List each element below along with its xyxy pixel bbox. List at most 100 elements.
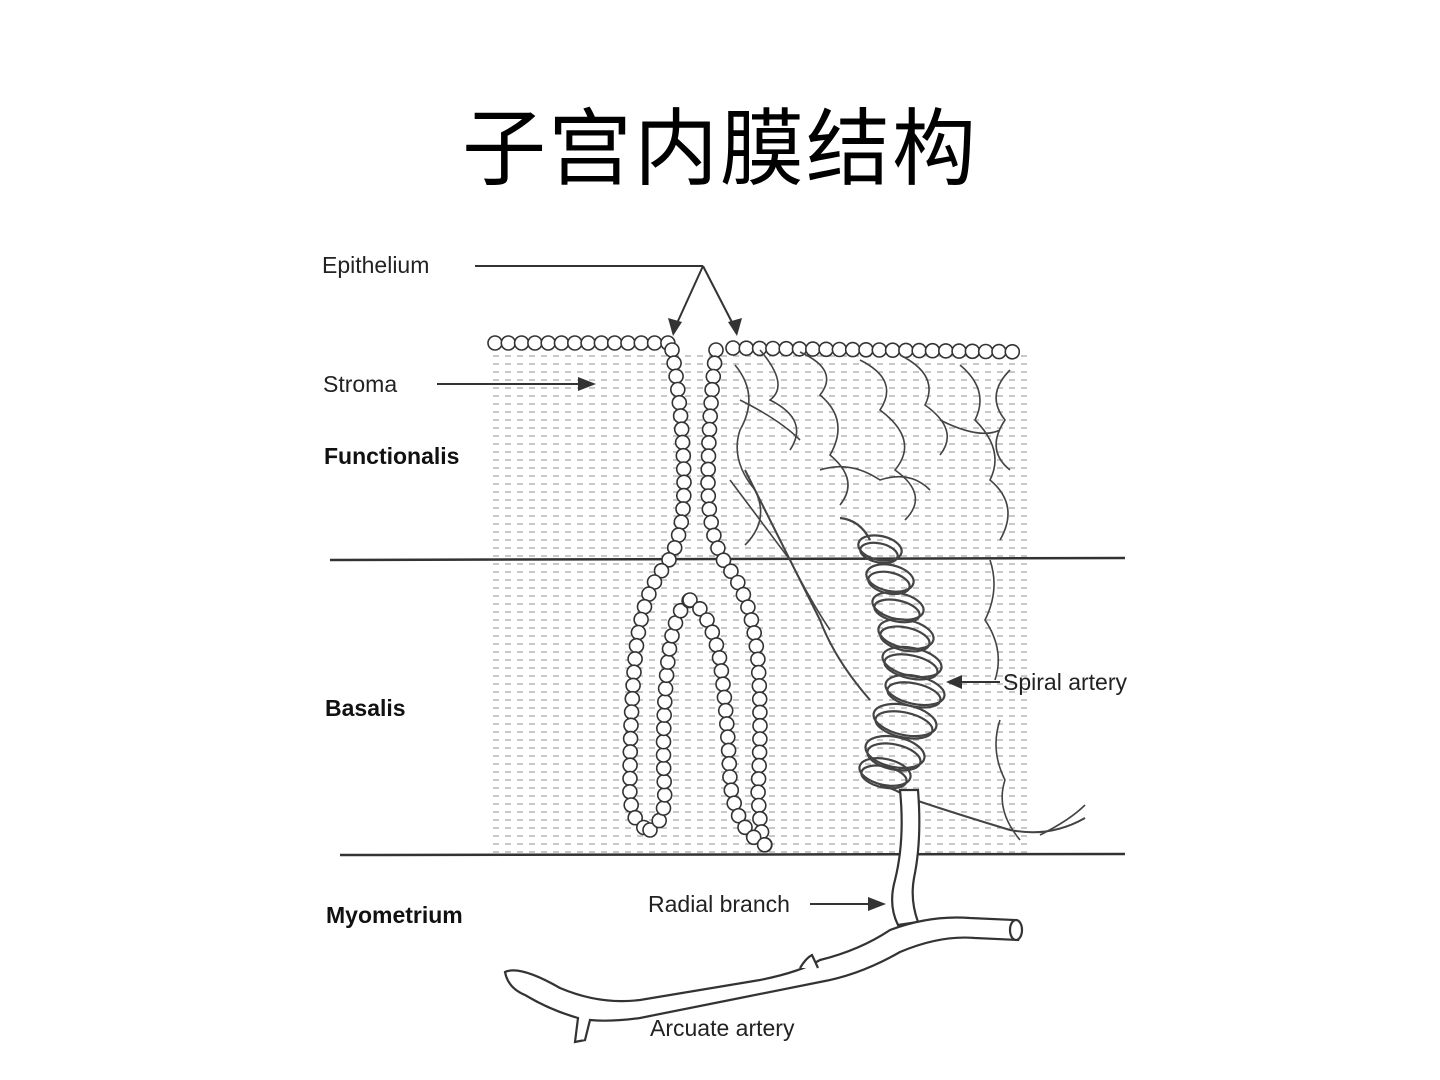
epithelial-cell	[951, 343, 967, 359]
spiral-coil	[873, 598, 921, 624]
epithelial-cell	[622, 730, 639, 747]
epithelial-cell	[715, 676, 731, 693]
epithelial-cell	[626, 664, 642, 681]
epithelial-cell	[750, 797, 767, 814]
epithelial-cell	[622, 783, 638, 800]
basalis-myometrium-boundary	[339, 852, 1126, 857]
epithelial-cell	[653, 562, 670, 579]
epithelial-cell	[672, 602, 689, 619]
epithelial-cell	[717, 702, 734, 719]
epithelial-cell	[566, 335, 583, 351]
spiral-coil	[883, 653, 939, 681]
epithelial-cell	[748, 638, 765, 654]
epithelial-cell	[911, 342, 928, 359]
epithelial-cell	[656, 787, 673, 803]
label-spiral-artery: Spiral artery	[1003, 669, 1127, 695]
epithelial-cell	[636, 598, 653, 615]
epithelial-cell	[620, 335, 636, 351]
epithelial-cell	[721, 755, 738, 772]
epithelial-cell	[655, 720, 672, 737]
epithelial-cell	[664, 342, 680, 358]
spiral-coil	[860, 764, 908, 790]
epithelial-cell	[715, 552, 732, 569]
epithelial-cell	[623, 797, 640, 813]
epithelial-cell	[706, 527, 722, 544]
epithelial-cell	[738, 340, 755, 357]
epithelial-cell	[670, 527, 687, 543]
epithelial-cell	[624, 690, 641, 707]
epithelial-cell	[674, 434, 691, 451]
epithelial-cell	[675, 447, 692, 464]
epithelial-cell	[964, 343, 981, 360]
epithelium-cells	[487, 335, 1021, 853]
epithelial-cell	[580, 335, 596, 351]
epithelial-cell	[628, 637, 645, 654]
epithelial-cell	[642, 822, 658, 838]
epithelial-cell	[623, 717, 639, 734]
epithelial-cell	[991, 343, 1007, 360]
epithelial-cell	[718, 716, 735, 732]
label-stroma: Stroma	[323, 371, 397, 397]
epithelial-cell	[716, 689, 733, 706]
epithelial-cell	[669, 381, 686, 398]
epithelial-cell	[765, 340, 781, 357]
epithelial-cell	[487, 335, 503, 351]
spiral-coil	[884, 673, 946, 707]
epithelial-cell	[723, 563, 739, 580]
label-functionalis: Functionalis	[324, 443, 459, 469]
epithelial-cell	[752, 704, 768, 721]
epithelial-cell	[831, 341, 848, 358]
epithelial-cell	[655, 733, 672, 750]
arteriole-branch-right	[914, 799, 1086, 834]
epithelial-cell	[646, 335, 663, 351]
epithelial-cell	[655, 800, 672, 816]
label-myometrium: Myometrium	[326, 902, 463, 928]
epithelial-cell	[722, 769, 738, 785]
epithelial-cell	[924, 342, 941, 359]
epithelial-cell	[704, 381, 720, 398]
epithelial-cell	[671, 394, 688, 411]
epithelial-cell	[1004, 343, 1021, 360]
epithelial-cell	[622, 744, 639, 760]
epithelial-cell	[752, 731, 768, 747]
epithelial-cell	[778, 340, 795, 357]
epithelial-cell	[818, 341, 834, 358]
epithelial-cell	[672, 408, 689, 424]
epithelial-cell	[720, 742, 737, 759]
epithelial-cell	[708, 637, 725, 653]
epithelial-cell	[666, 355, 682, 371]
epithelial-cell	[752, 717, 768, 734]
epithelial-cell	[700, 461, 717, 478]
epithelial-cell	[752, 810, 768, 827]
epithelial-cell	[633, 611, 649, 628]
epithelial-cell	[655, 747, 672, 763]
spiral-coil	[865, 563, 915, 593]
epithelial-cell	[844, 341, 861, 358]
epithelial-cell	[658, 667, 675, 684]
epithelial-cell	[675, 487, 692, 504]
epithelial-cell	[858, 341, 874, 358]
epithelial-cell	[704, 624, 721, 641]
epithelial-cell	[700, 488, 717, 504]
epithelial-cell	[750, 664, 767, 681]
spiral-coil	[879, 625, 931, 653]
epithelial-cell	[661, 641, 678, 657]
epithelial-cell	[705, 368, 722, 385]
epithelial-cell	[701, 434, 717, 451]
epithelial-cell	[725, 340, 741, 356]
arrowheads	[578, 318, 962, 911]
epithelial-cell	[593, 335, 610, 351]
epithelial-cell	[633, 335, 650, 351]
epithelial-cell	[701, 501, 718, 518]
epithelial-cell	[625, 677, 641, 694]
epithelial-cell	[682, 592, 698, 608]
epithelial-cell	[659, 654, 676, 670]
epithelial-cell	[676, 474, 692, 491]
label-radial-branch: Radial branch	[648, 891, 790, 917]
epithelial-cell	[702, 408, 719, 425]
epithelial-cell	[622, 757, 638, 774]
epithelial-cell	[871, 342, 888, 358]
epithelial-cell	[673, 421, 690, 438]
epithelial-cell	[706, 355, 723, 372]
